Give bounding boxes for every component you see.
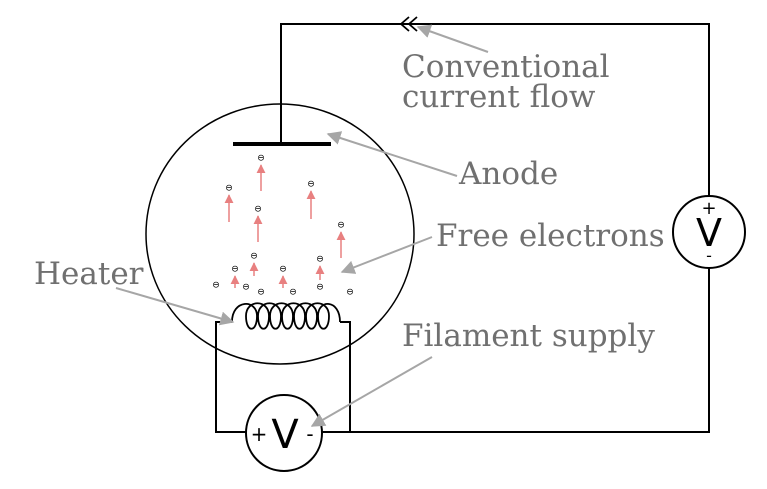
electron-symbol: ⊖ bbox=[225, 184, 233, 194]
electron-symbol: ⊖ bbox=[254, 205, 262, 215]
electron-symbol: ⊖ bbox=[307, 180, 315, 190]
filament-wire-right bbox=[322, 321, 351, 433]
filament-wire-left bbox=[215, 321, 246, 433]
free-electrons-group: ⊖⊖⊖⊖⊖⊖⊖⊖⊖⊖⊖⊖⊖⊖⊖ bbox=[212, 154, 354, 298]
electron-symbol: ⊖ bbox=[212, 281, 220, 291]
electron-symbol: ⊖ bbox=[316, 283, 324, 293]
filament-supply-minus: - bbox=[306, 422, 313, 446]
leader-free-electrons bbox=[340, 236, 433, 274]
electron-symbol: ⊖ bbox=[231, 265, 239, 275]
electron-symbol: ⊖ bbox=[316, 255, 324, 265]
filament-supply-plus: + bbox=[251, 422, 268, 446]
tube-envelope bbox=[145, 103, 415, 365]
anode-supply-wire-bottom bbox=[350, 268, 710, 433]
leader-heater bbox=[115, 287, 235, 326]
anode-supply-symbol: V bbox=[696, 211, 722, 255]
filament-supply-meter-body bbox=[245, 394, 323, 472]
label-conventional-line2: current flow bbox=[402, 79, 596, 115]
electron-symbol: ⊖ bbox=[289, 288, 297, 298]
leader-lines bbox=[115, 24, 489, 427]
label-conventional-line1: Conventional bbox=[402, 49, 610, 85]
electron-symbol: ⊖ bbox=[257, 154, 265, 164]
electron-symbol: ⊖ bbox=[346, 288, 354, 298]
current-arrowhead-2 bbox=[407, 16, 418, 32]
electron-symbol: ⊖ bbox=[337, 221, 345, 231]
label-free-electrons: Free electrons bbox=[436, 218, 665, 254]
label-filament-supply: Filament supply bbox=[402, 318, 655, 354]
anode-supply-wire-top bbox=[280, 23, 710, 196]
electron-symbol: ⊖ bbox=[242, 283, 250, 293]
anode-supply-meter: + V - bbox=[672, 195, 746, 269]
anode-supply-minus: - bbox=[706, 246, 712, 265]
electron-symbol: ⊖ bbox=[250, 252, 258, 262]
label-heater: Heater bbox=[34, 256, 144, 292]
leader-anode bbox=[326, 131, 458, 177]
current-arrowhead-1 bbox=[399, 16, 410, 32]
current-direction-arrows bbox=[399, 16, 418, 32]
anode-supply-meter-body bbox=[672, 195, 746, 269]
electron-symbol: ⊖ bbox=[279, 265, 287, 275]
filament-supply-symbol: V bbox=[271, 412, 299, 458]
label-anode: Anode bbox=[458, 156, 558, 192]
filament-supply-meter: + V - bbox=[245, 394, 323, 472]
leader-filament-supply bbox=[310, 356, 433, 427]
electron-symbol: ⊖ bbox=[257, 288, 265, 298]
leader-conventional bbox=[416, 24, 489, 53]
anode-supply-plus: + bbox=[701, 198, 716, 219]
heater-coil bbox=[231, 302, 341, 330]
labels: Conventional current flow Anode Free ele… bbox=[34, 49, 665, 354]
